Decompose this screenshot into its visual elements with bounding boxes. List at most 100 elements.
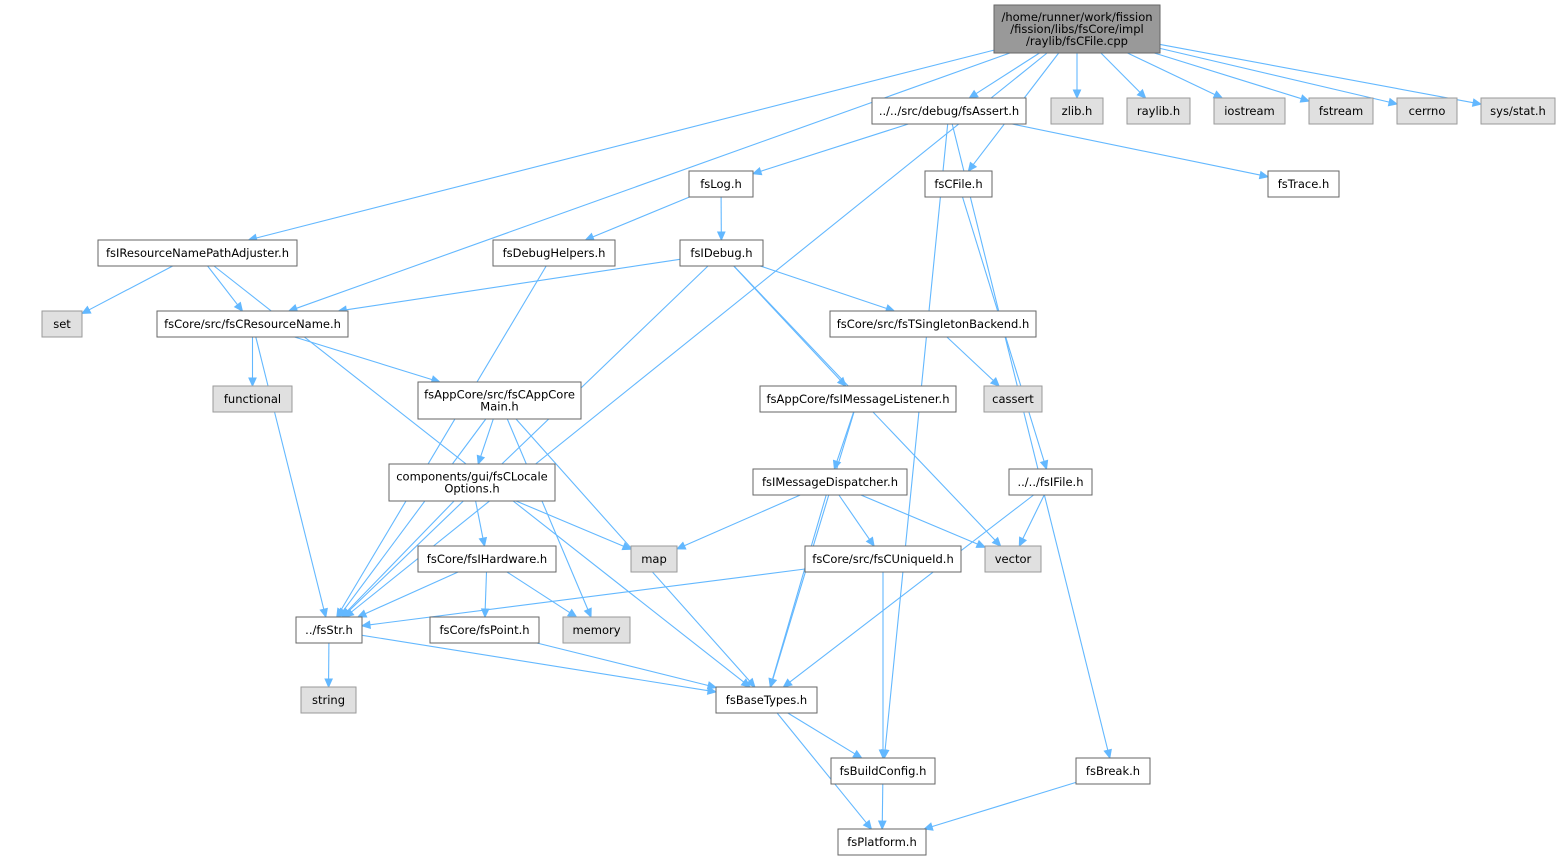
node-fsTSingleton[interactable]: fsCore/src/fsTSingletonBackend.h — [829, 310, 1037, 338]
edge-fsIHardware-to-memory — [506, 571, 578, 618]
node-box[interactable] — [1213, 97, 1286, 125]
node-fsDebugHelpers[interactable]: fsDebugHelpers.h — [492, 239, 616, 267]
node-fsCUniqueId[interactable]: fsCore/src/fsCUniqueId.h — [804, 545, 962, 573]
node-box[interactable] — [829, 310, 1037, 338]
arrow-head — [233, 301, 244, 312]
edge-fsAssert-to-fsBuildConfig — [880, 123, 949, 760]
edge-fsCLocaleOptions-to-fsStr — [340, 500, 455, 618]
node-box[interactable] — [984, 545, 1042, 573]
arrow-head — [1258, 170, 1270, 180]
arrow-head — [324, 678, 333, 689]
node-raylib[interactable]: raylib.h — [1126, 97, 1191, 125]
node-box[interactable] — [715, 686, 818, 714]
node-fsBuildConfig[interactable]: fsBuildConfig.h — [830, 757, 936, 785]
node-box[interactable] — [1267, 170, 1340, 198]
node-box[interactable] — [97, 239, 298, 267]
node-fsCFile[interactable]: fsCFile.h — [924, 170, 993, 198]
edge-line — [484, 571, 488, 610]
node-string[interactable]: string — [300, 686, 357, 714]
node-box[interactable] — [1050, 97, 1104, 125]
edge-line — [364, 571, 459, 615]
node-box[interactable] — [1126, 97, 1191, 125]
node-fsPoint[interactable]: fsCore/fsPoint.h — [429, 616, 540, 644]
edge-root-to-fsIRNPA — [247, 49, 995, 243]
node-box[interactable] — [752, 468, 908, 496]
node-box[interactable] — [993, 4, 1161, 54]
node-fsIFile[interactable]: ../../fsIFile.h — [1008, 468, 1093, 496]
edge-line — [760, 265, 887, 310]
node-fsIDebug[interactable]: fsIDebug.h — [679, 239, 764, 267]
edge-fsLog-to-fsDebugHelpers — [584, 196, 690, 241]
edge-fsAssert-to-fsTrace — [1011, 123, 1270, 180]
node-box[interactable] — [630, 545, 678, 573]
node-label: components/gui/fsCLocale — [396, 470, 548, 484]
node-box[interactable] — [804, 545, 962, 573]
node-box[interactable] — [212, 385, 293, 413]
node-box[interactable] — [41, 310, 83, 338]
edge-fsIMessageDispatcher-to-vector — [860, 494, 987, 548]
node-map[interactable]: map — [630, 545, 678, 573]
node-vector[interactable]: vector — [984, 545, 1042, 573]
node-fsBreak[interactable]: fsBreak.h — [1075, 757, 1151, 785]
node-root[interactable]: /home/runner/work/fission/fission/libs/f… — [993, 4, 1161, 54]
node-fsIMessageDispatcher[interactable]: fsIMessageDispatcher.h — [752, 468, 908, 496]
edge-line — [255, 336, 325, 610]
node-iostream[interactable]: iostream — [1213, 97, 1286, 125]
node-box[interactable] — [156, 310, 349, 338]
node-fsAssert[interactable]: ../../src/debug/fsAssert.h — [871, 97, 1027, 125]
node-cassert[interactable]: cassert — [983, 385, 1043, 413]
node-fstream[interactable]: fstream — [1308, 97, 1374, 125]
node-box[interactable] — [300, 686, 357, 714]
node-label: functional — [224, 392, 281, 406]
node-fsBaseTypes[interactable]: fsBaseTypes.h — [715, 686, 818, 714]
edge-line — [340, 265, 547, 611]
edge-fsIMessageDispatcher-to-map — [675, 494, 801, 550]
node-box[interactable] — [295, 616, 363, 644]
node-functional[interactable]: functional — [212, 385, 293, 413]
node-fsLog[interactable]: fsLog.h — [688, 170, 754, 198]
node-memory[interactable]: memory — [562, 616, 631, 644]
node-box[interactable] — [1008, 468, 1093, 496]
arrow-head — [478, 536, 488, 548]
node-box[interactable] — [830, 757, 936, 785]
node-fsStr[interactable]: ../fsStr.h — [295, 616, 363, 644]
node-box[interactable] — [1308, 97, 1374, 125]
arrow-head — [1471, 98, 1483, 107]
node-box[interactable] — [562, 616, 631, 644]
node-label: Main.h — [480, 400, 518, 414]
node-box[interactable] — [1075, 757, 1151, 785]
node-fsTrace[interactable]: fsTrace.h — [1267, 170, 1340, 198]
node-box[interactable] — [429, 616, 540, 644]
edge-line — [294, 336, 433, 381]
edge-root-to-sysstat — [1159, 43, 1483, 107]
node-box[interactable] — [983, 385, 1043, 413]
node-box[interactable] — [417, 381, 582, 420]
node-box[interactable] — [1396, 97, 1458, 125]
node-box[interactable] — [679, 239, 764, 267]
node-label: fsPlatform.h — [847, 835, 916, 849]
node-box[interactable] — [871, 97, 1027, 125]
edge-line — [296, 52, 1011, 309]
node-box[interactable] — [417, 545, 557, 573]
node-box[interactable] — [492, 239, 616, 267]
node-box[interactable] — [759, 385, 957, 413]
node-box[interactable] — [837, 828, 927, 856]
node-box[interactable] — [1480, 97, 1556, 125]
node-cerrno[interactable]: cerrno — [1396, 97, 1458, 125]
arrow-head — [862, 819, 873, 830]
node-fsIMessageListener[interactable]: fsAppCore/fsIMessageListener.h — [759, 385, 957, 413]
node-box[interactable] — [924, 170, 993, 198]
edge-line — [536, 642, 709, 687]
node-zlib[interactable]: zlib.h — [1050, 97, 1104, 125]
node-fsCResourceName[interactable]: fsCore/src/fsCResourceName.h — [156, 310, 349, 338]
node-box[interactable] — [388, 463, 556, 502]
node-fsPlatform[interactable]: fsPlatform.h — [837, 828, 927, 856]
node-fsIRNPA[interactable]: fsIResourceNamePathAdjuster.h — [97, 239, 298, 267]
node-sysstat[interactable]: sys/stat.h — [1480, 97, 1556, 125]
arrow-head — [852, 749, 863, 759]
node-box[interactable] — [688, 170, 754, 198]
node-set[interactable]: set — [41, 310, 83, 338]
node-fsIHardware[interactable]: fsCore/fsIHardware.h — [417, 545, 557, 573]
